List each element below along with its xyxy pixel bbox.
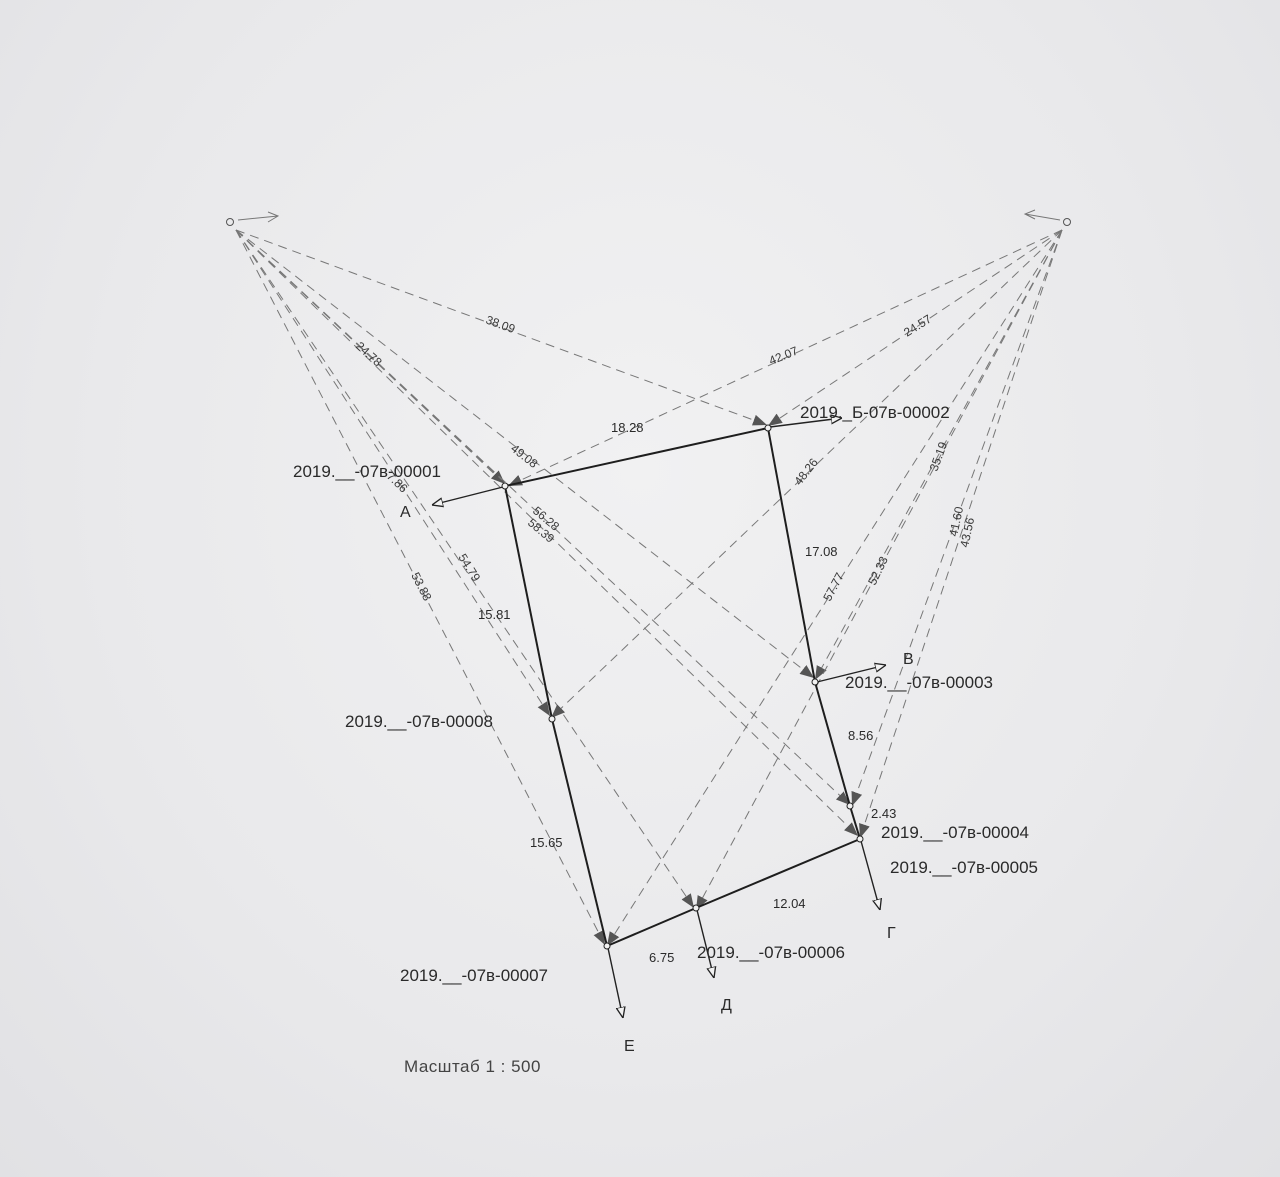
ray-length-right-3: 48.26 [791,455,821,488]
direction-label-g: Г [887,925,896,942]
point-label-00005: 2019.__-07в-00005 [890,858,1038,877]
point-label-00003: 2019.__-07в-00003 [845,673,993,692]
side-length-6-7: 6.75 [649,950,674,965]
point-label-00008: 2019.__-07в-00008 [345,712,493,731]
direction-label-d: Д [721,997,732,1014]
point-label-00001: 2019.__-07в-00001 [293,462,441,481]
dashed-rays-left [235,229,859,946]
base-station-left [226,211,280,226]
ray-length-right-8: 57.77 [820,570,847,603]
point-label-00002: 2019._Б-07в-00002 [800,403,950,422]
direction-label-v: В [903,651,914,668]
ray-length-right-2: 24.57 [901,312,934,340]
ray-length-left-3: 49.08 [508,441,541,471]
point-label-00006: 2019.__-07в-00006 [697,943,845,962]
side-length-8-1: 15.81 [478,607,511,622]
side-length-2-3: 17.08 [805,544,838,559]
point-label-00007: 2019.__-07в-00007 [400,966,548,985]
ray-length-left-6: 54.79 [455,551,483,584]
ray-length-right-7: 52.33 [865,554,891,587]
ray-length-right-4: 35.19 [927,440,951,473]
dashed-rays-right [507,229,1063,947]
ray-length-right-1: 42.07 [767,343,800,367]
side-length-7-8: 15.65 [530,835,563,850]
direction-label-a: А [400,504,411,521]
side-length-1-2: 18.28 [611,420,644,435]
scale-label: Масштаб 1 : 500 [404,1057,541,1076]
ray-length-left-7: 53.88 [408,570,434,603]
direction-label-e: Е [624,1038,635,1055]
point-markers [501,424,864,950]
side-length-4-5: 2.43 [871,806,896,821]
direction-arrows [432,418,886,1018]
ray-length-right-5: 41.60 [946,505,966,538]
side-length-3-4: 8.56 [848,728,873,743]
parcel-boundary [504,427,861,947]
point-label-00004: 2019.__-07в-00004 [881,823,1029,842]
side-length-5-6: 12.04 [773,896,806,911]
base-station-right [1023,209,1071,226]
ray-length-left-1: 38.09 [484,313,517,337]
ray-length-right-6: 43.56 [957,516,977,549]
